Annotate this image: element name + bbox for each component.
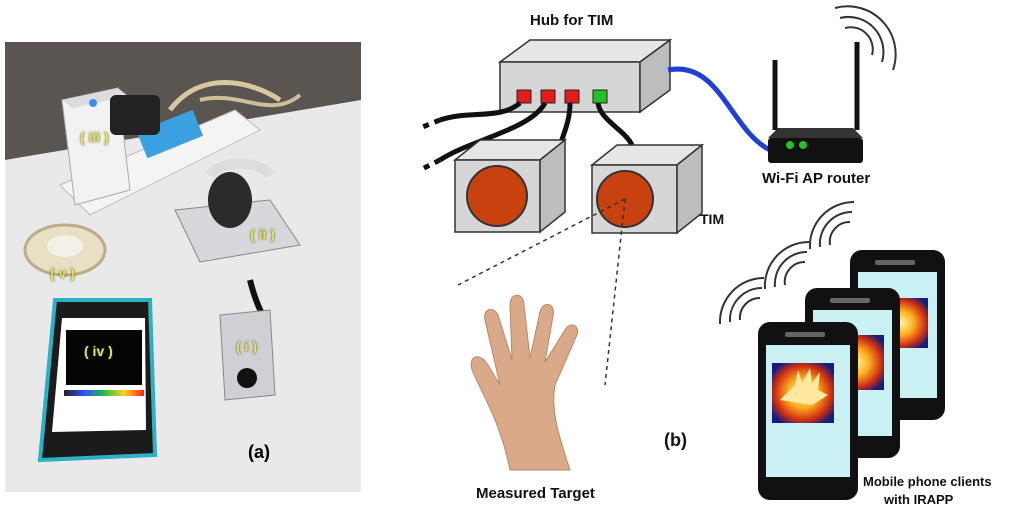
hub-led <box>89 99 97 107</box>
photo-phone-view <box>66 330 142 385</box>
caption-a: (a) <box>248 442 270 462</box>
tim-cable <box>439 100 522 123</box>
diagram-panel <box>418 5 945 500</box>
hub-port-red <box>516 89 532 104</box>
phone-speaker <box>875 260 915 265</box>
tag-iii: ( iii ) <box>80 129 109 145</box>
phone-speaker <box>830 298 870 303</box>
hand-image <box>470 294 579 471</box>
phone-speaker <box>785 332 825 337</box>
tag-iv: ( iv ) <box>84 343 113 359</box>
hub-port-red <box>540 89 556 104</box>
tim-cable <box>595 102 635 147</box>
router-label: Wi-Fi AP router <box>762 170 871 187</box>
photo-cable <box>199 93 302 108</box>
router-led <box>786 141 794 149</box>
module-ring <box>205 158 275 179</box>
phones-label-line1: Mobile phone clients <box>863 474 992 489</box>
tag-v: ( v ) <box>50 265 75 281</box>
tim-sensor <box>219 309 276 401</box>
hub-side <box>639 38 671 114</box>
tim-cable <box>438 101 548 163</box>
hub-box-top <box>62 88 128 108</box>
power-adapter <box>110 95 160 135</box>
phone-front <box>758 322 858 500</box>
tim-cable-dashed <box>418 157 442 173</box>
tim-cable-dashed <box>419 117 441 131</box>
router-body <box>768 138 863 163</box>
router-top <box>768 128 863 138</box>
photo-phone-colorbar <box>64 390 144 396</box>
tape-hole <box>47 235 83 257</box>
hub-label: Hub for TIM <box>530 12 614 29</box>
caption-b: (b) <box>664 430 687 450</box>
photo-cable <box>168 80 282 112</box>
router-signal-icon <box>834 5 897 71</box>
module-fan <box>208 172 252 228</box>
power-socket <box>136 109 204 159</box>
ethernet-cable <box>667 66 772 153</box>
phone-signal-icon <box>763 240 810 290</box>
tag-ii: ( ii ) <box>250 226 275 242</box>
hub-port-red <box>564 89 580 104</box>
tim-sensor-lens <box>237 368 257 388</box>
phone-signal-icon <box>808 200 855 250</box>
hub-port-green <box>592 89 608 104</box>
phone-hand-shape <box>780 368 828 405</box>
fov-line <box>604 198 626 386</box>
tim-lens-1 <box>466 165 528 227</box>
tim-box-1-side <box>539 138 566 234</box>
router-led <box>799 141 807 149</box>
phones-label-line2: with IRAPP <box>884 492 954 507</box>
tim-box-2-side <box>676 143 703 235</box>
phone-signal-icon <box>718 276 765 325</box>
target-label: Measured Target <box>476 485 595 502</box>
photo-panel <box>5 42 361 492</box>
tag-i: ( i ) <box>236 338 257 354</box>
tim-label: TIM <box>700 211 725 227</box>
